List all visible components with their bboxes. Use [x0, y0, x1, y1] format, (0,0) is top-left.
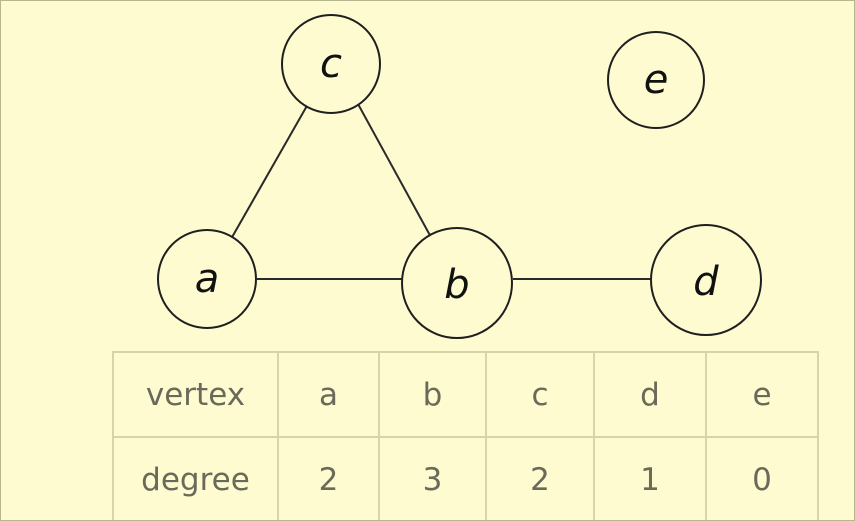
node-label-d: d — [693, 259, 719, 305]
node-c: c — [281, 14, 381, 114]
table-cell: c — [485, 351, 595, 438]
table-row-degree: degree 2 3 2 1 0 — [112, 436, 819, 520]
node-label-c: c — [320, 41, 342, 87]
node-label-e: e — [644, 57, 669, 103]
degree-table: vertex a b c d e degree 2 3 2 1 0 — [112, 351, 819, 520]
table-row-vertex: vertex a b c d e — [112, 351, 819, 438]
table-cell: b — [378, 351, 487, 438]
row-header-degree: degree — [112, 436, 279, 520]
table-cell: d — [593, 351, 707, 438]
node-label-a: a — [195, 256, 220, 302]
node-label-b: b — [444, 262, 469, 308]
table-cell: 3 — [378, 436, 487, 520]
row-header-vertex: vertex — [112, 351, 279, 438]
table-cell: 0 — [705, 436, 819, 520]
edge-c-a — [230, 103, 309, 240]
graph-diagram: c e a b d — [157, 14, 762, 339]
table-cell: 2 — [277, 436, 380, 520]
table-cell: 2 — [485, 436, 595, 520]
node-b: b — [401, 227, 513, 339]
node-e: e — [607, 31, 705, 129]
table-cell: e — [705, 351, 819, 438]
edge-c-b — [357, 103, 433, 240]
table-cell: a — [277, 351, 380, 438]
table-cell: 1 — [593, 436, 707, 520]
node-d: d — [650, 224, 762, 336]
node-a: a — [157, 229, 257, 329]
